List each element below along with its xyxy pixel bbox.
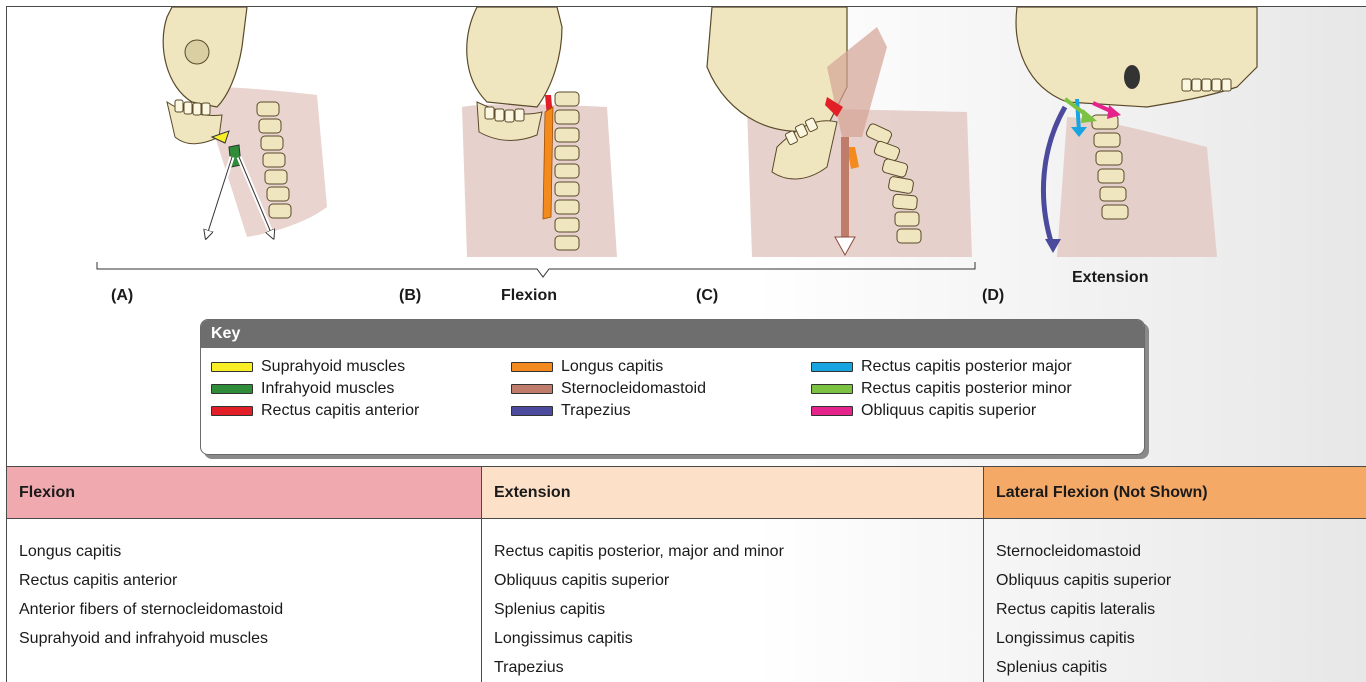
key-column-2: Longus capitis Sternocleidomastoid Trape… (511, 356, 706, 422)
table-header: Extension (482, 467, 983, 519)
key-item-label: Sternocleidomastoid (561, 378, 706, 400)
key-item: Rectus capitis posterior minor (811, 378, 1072, 400)
key-item-label: Rectus capitis anterior (261, 400, 419, 422)
panel-label-d: (D) (982, 287, 1004, 305)
list-item: Anterior fibers of sternocleidomastoid (19, 595, 469, 624)
list-item: Rectus capitis lateralis (996, 595, 1355, 624)
list-item: Splenius capitis (494, 595, 971, 624)
list-item: Splenius capitis (996, 653, 1355, 682)
figure: (A) (B) Flexion (C) (D) Extension Key Su… (6, 6, 1366, 682)
table-cell: Longus capitis Rectus capitis anterior A… (7, 519, 481, 653)
panel-label-b: (B) (399, 287, 421, 305)
key-item: Rectus capitis anterior (211, 400, 419, 422)
table-cell: Rectus capitis posterior, major and mino… (482, 519, 983, 682)
rectus-capitis-anterior-swatch (211, 406, 253, 416)
table-column-flexion: Flexion Longus capitis Rectus capitis an… (7, 467, 481, 682)
panel-c-figure (707, 7, 972, 257)
key-item-label: Infrahyoid muscles (261, 378, 394, 400)
list-item: Longissimus capitis (494, 624, 971, 653)
table-column-extension: Extension Rectus capitis posterior, majo… (482, 467, 983, 682)
panel-label-c: (C) (696, 287, 718, 305)
rectus-capitis-posterior-major-swatch (811, 362, 853, 372)
table-cell: Sternocleidomastoid Obliquus capitis sup… (984, 519, 1366, 682)
key-item: Sternocleidomastoid (511, 378, 706, 400)
rectus-capitis-posterior-minor-swatch (811, 384, 853, 394)
table-column-lateral-flexion: Lateral Flexion (Not Shown) Sternocleido… (984, 467, 1366, 682)
panel-label-a: (A) (111, 287, 133, 305)
longus-capitis-swatch (511, 362, 553, 372)
flexion-brace (97, 262, 975, 277)
key-column-3: Rectus capitis posterior major Rectus ca… (811, 356, 1072, 422)
key-item: Rectus capitis posterior major (811, 356, 1072, 378)
key-item: Suprahyoid muscles (211, 356, 419, 378)
key-item-label: Rectus capitis posterior major (861, 356, 1072, 378)
key-item: Longus capitis (511, 356, 706, 378)
panel-b-figure (462, 7, 617, 257)
key-item-label: Suprahyoid muscles (261, 356, 405, 378)
list-item: Obliquus capitis superior (996, 566, 1355, 595)
panel-a-figure (163, 7, 327, 237)
list-item: Suprahyoid and infrahyoid muscles (19, 624, 469, 653)
list-item: Longus capitis (19, 537, 469, 566)
list-item: Rectus capitis posterior, major and mino… (494, 537, 971, 566)
sternocleidomastoid-swatch (511, 384, 553, 394)
key-item-label: Trapezius (561, 400, 631, 422)
key-item-label: Obliquus capitis superior (861, 400, 1036, 422)
list-item: Trapezius (494, 653, 971, 682)
extension-caption: Extension (1072, 269, 1148, 287)
key-box: Key Suprahyoid muscles Infrahyoid muscle… (200, 319, 1145, 455)
trapezius-swatch (511, 406, 553, 416)
list-item: Rectus capitis anterior (19, 566, 469, 595)
list-item: Sternocleidomastoid (996, 537, 1355, 566)
key-column-1: Suprahyoid muscles Infrahyoid muscles Re… (211, 356, 419, 422)
illustration (7, 7, 1366, 307)
obliquus-capitis-superior-swatch (811, 406, 853, 416)
flexion-caption: Flexion (501, 287, 557, 305)
table-header: Lateral Flexion (Not Shown) (984, 467, 1366, 519)
panel-d-figure (1016, 7, 1257, 257)
key-item: Trapezius (511, 400, 706, 422)
list-item: Longissimus capitis (996, 624, 1355, 653)
list-item: Obliquus capitis superior (494, 566, 971, 595)
key-title: Key (201, 320, 1144, 348)
key-item: Infrahyoid muscles (211, 378, 419, 400)
key-item: Obliquus capitis superior (811, 400, 1072, 422)
suprahyoid-swatch (211, 362, 253, 372)
key-item-label: Rectus capitis posterior minor (861, 378, 1072, 400)
key-item-label: Longus capitis (561, 356, 663, 378)
infrahyoid-swatch (211, 384, 253, 394)
table-header: Flexion (7, 467, 481, 519)
muscle-action-table: Flexion Longus capitis Rectus capitis an… (7, 466, 1366, 682)
